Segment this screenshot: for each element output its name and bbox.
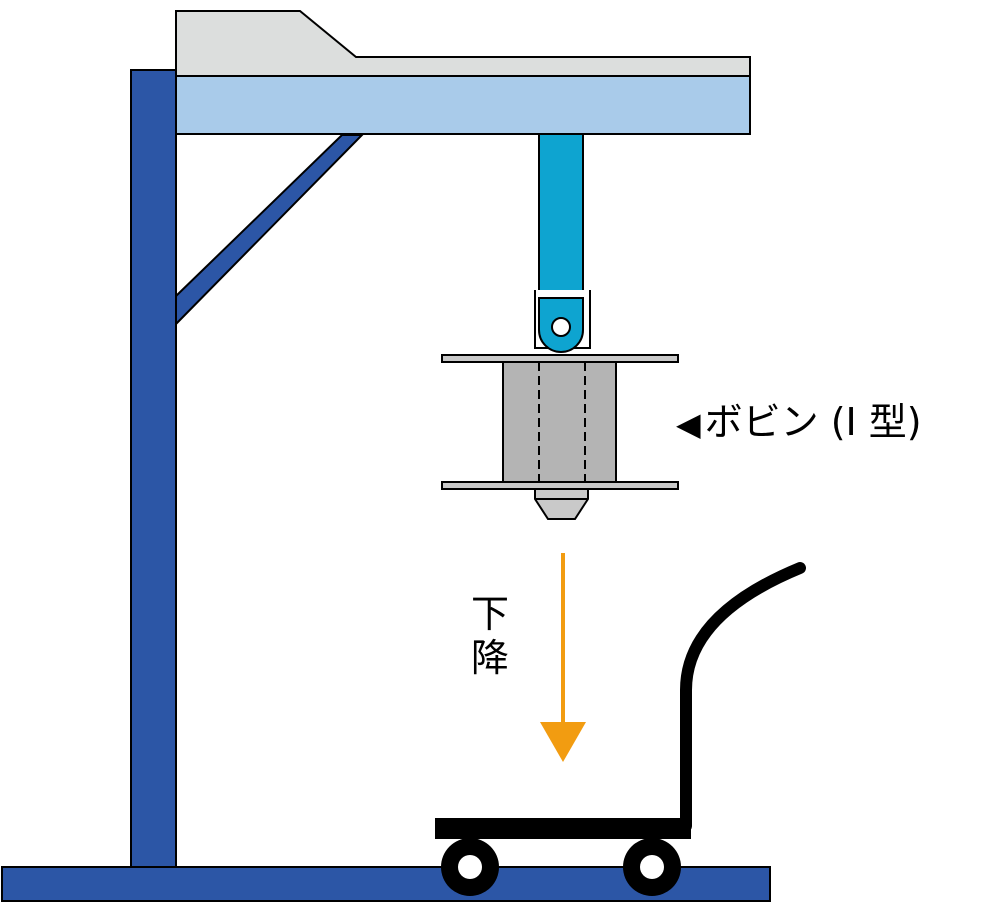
bobbin-label: ◀ボビン (I 型) [676, 398, 922, 448]
diagonal-brace [175, 134, 365, 327]
bobbin-top-flange [441, 354, 679, 363]
lowering-label-char-2: 降 [470, 636, 509, 680]
hoist-arm [538, 133, 584, 299]
left-triangle-icon: ◀ [676, 405, 701, 443]
cart-wheel-right [623, 838, 681, 896]
bobbin-tip [534, 488, 589, 520]
lowering-label-char-1: 下 [470, 592, 509, 636]
overhead-beam [175, 75, 751, 135]
pivot-pin-icon [551, 317, 571, 337]
bobbin-label-text: ボビン (I 型) [704, 400, 922, 444]
cart-handle [680, 562, 806, 832]
down-arrow-icon [540, 722, 586, 762]
beam-top-cover [175, 10, 751, 77]
bobbin-bottom-flange [441, 481, 679, 490]
cart-wheel-left [441, 838, 499, 896]
support-column [130, 69, 177, 868]
bobbin-core [502, 361, 617, 483]
lowering-label: 下 降 [468, 592, 512, 680]
cart-deck [435, 818, 691, 839]
